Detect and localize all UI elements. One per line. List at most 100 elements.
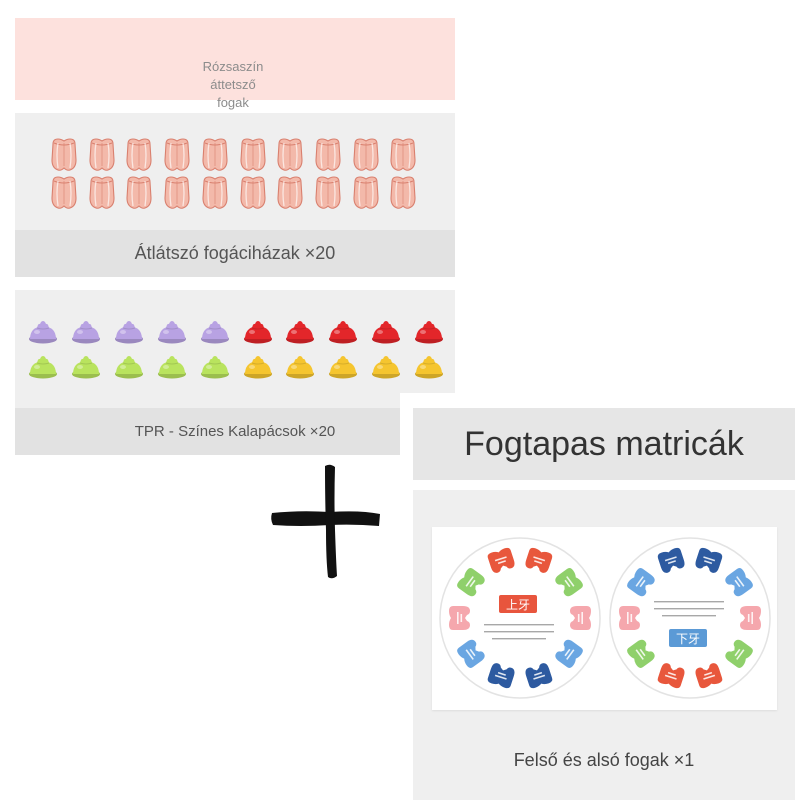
sticker-tooth-shape	[657, 663, 685, 689]
sticker-tooth-shape	[695, 663, 723, 689]
sticker-tooth-shape	[555, 568, 583, 597]
cap-highlight	[76, 365, 83, 369]
sticker-tooth-shape	[570, 606, 591, 630]
sticker-tooth-mark	[639, 648, 646, 657]
cap-tip	[294, 321, 307, 328]
cap-highlight	[333, 180, 336, 207]
cap-highlight	[107, 180, 110, 207]
transparent-tooth-cap	[277, 138, 303, 171]
cap-highlight	[94, 180, 97, 207]
cap-highlight	[282, 142, 285, 169]
sticker-tooth-mark	[703, 674, 716, 680]
colored-tooth-cap	[200, 356, 229, 379]
cap-highlight	[169, 142, 172, 169]
sticker-tooth-mark	[635, 576, 644, 587]
sticker-tooth-shape	[627, 568, 655, 597]
cap-dome	[30, 361, 56, 374]
sticker-tooth	[695, 663, 723, 689]
cap-tip	[122, 321, 135, 328]
cap-dome	[416, 326, 443, 339]
cap-dome	[72, 361, 99, 374]
sticker-tooth-shape	[695, 547, 723, 573]
colored-tooth-cap	[243, 321, 272, 344]
cap-tip	[251, 321, 264, 328]
colored-tooth-cap	[286, 356, 315, 379]
sticker-tooth-mark	[577, 614, 580, 622]
cap-highlight	[295, 142, 298, 169]
banner-text: Rózsaszín áttetsző fogak	[202, 59, 264, 110]
transparent-tooth-cap	[315, 138, 341, 171]
cap-dome	[201, 326, 228, 339]
cap-tip	[122, 356, 135, 363]
cap-tip	[79, 356, 92, 363]
cap-dome	[330, 326, 357, 339]
sticker-tooth	[457, 568, 485, 597]
cap-highlight	[420, 365, 427, 369]
cap-highlight	[244, 142, 248, 169]
sticker-tooth-mark	[664, 674, 677, 680]
cap-highlight	[69, 142, 72, 169]
sticker-text-line	[484, 631, 554, 633]
cap-tip	[380, 356, 393, 363]
cap-highlight	[257, 142, 261, 169]
cap-highlight	[162, 365, 169, 369]
sticker-tooth-mark	[564, 579, 571, 588]
transparent-tooth-cap	[51, 176, 77, 209]
sticker-tooth-mark	[494, 556, 507, 562]
plus-horizontal-stroke	[271, 511, 380, 526]
lower-badge	[669, 629, 707, 647]
sticker-panel: 上牙 下牙 Felső és alsó fogak ×1	[413, 490, 795, 800]
cap-highlight	[248, 365, 255, 369]
colored-tooth-cap	[200, 321, 229, 344]
sticker-tooth-mark	[497, 560, 506, 565]
transparent-tooth-cap	[51, 138, 77, 171]
colored-tooth-cap	[114, 356, 143, 379]
sticker-tooth-mark	[639, 579, 646, 588]
cap-tip-shade	[294, 327, 307, 330]
cap-highlight	[248, 330, 255, 334]
sticker-tooth-mark	[465, 649, 474, 660]
cap-highlight	[144, 142, 148, 169]
cap-highlight	[76, 330, 83, 334]
cap-highlight	[182, 142, 185, 169]
sticker-tooth	[695, 547, 723, 573]
colored-tooth-cap	[29, 321, 57, 344]
sticker-tooth	[457, 639, 485, 668]
cap-tip	[208, 356, 221, 363]
sticker-tooth-mark	[736, 576, 745, 587]
cap-dome	[158, 361, 185, 374]
cap-tip	[337, 356, 350, 363]
sticker-tooth-mark	[751, 612, 753, 624]
sticker-tooth	[487, 663, 515, 689]
cap-tip	[37, 321, 49, 328]
cap-tip-shade	[165, 362, 178, 365]
sticker-tooth-mark	[497, 671, 506, 676]
colored-tooth-cap	[157, 321, 186, 344]
cap-tip-shade	[79, 362, 93, 365]
transparent-tooth-cap	[202, 176, 228, 209]
cap-highlight	[205, 330, 212, 334]
cap-highlight	[34, 330, 40, 334]
sticker-tooth-mark	[734, 579, 741, 588]
lower-sticker-center: 下牙	[654, 601, 724, 647]
sticker-tooth-shape	[740, 606, 761, 630]
cap-highlight	[320, 142, 323, 169]
sticker-tooth	[487, 547, 515, 573]
cap-highlight	[408, 142, 411, 169]
cap-dome	[287, 361, 314, 374]
cap-tip-shade	[380, 327, 393, 330]
sticker-tooth	[740, 606, 761, 630]
cap-dome	[244, 326, 271, 339]
cap-highlight	[162, 330, 169, 334]
cap-tip-shade	[122, 362, 135, 365]
sticker-tooth-mark	[630, 614, 633, 622]
cap-highlight	[119, 365, 126, 369]
cap-highlight	[220, 142, 223, 169]
colored-tooth-cap	[114, 321, 143, 344]
colored-tooth-cap	[286, 321, 315, 344]
sticker-tooth-mark	[534, 560, 543, 565]
cap-dome	[373, 361, 400, 374]
sticker-tooth-mark	[664, 556, 677, 562]
cap-dome	[330, 361, 357, 374]
cap-tip	[380, 321, 393, 328]
